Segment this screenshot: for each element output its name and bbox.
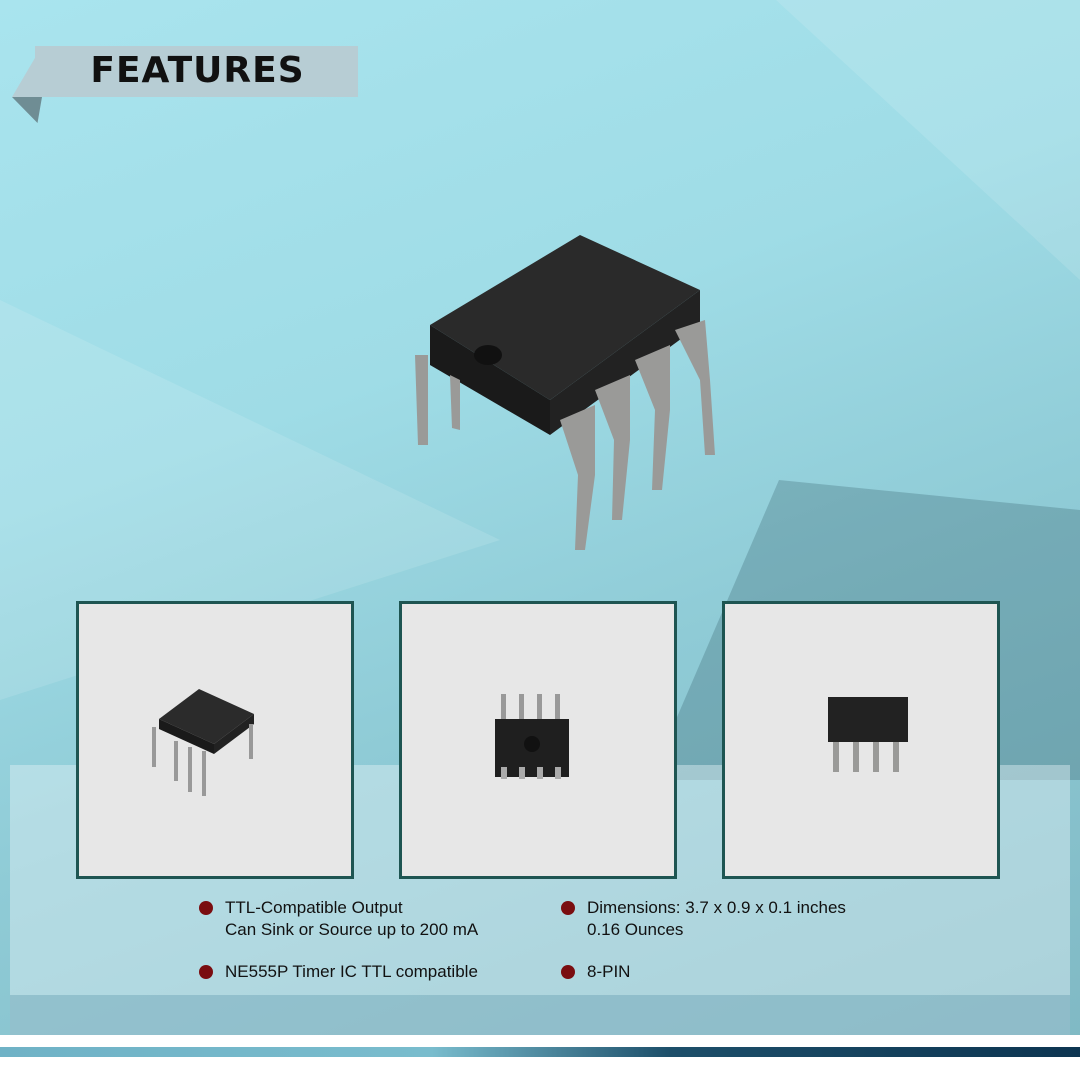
feature-line: Can Sink or Source up to 200 mA (225, 920, 479, 939)
page-title: FEATURES (90, 50, 305, 91)
feature-line: TTL-Compatible Output (225, 898, 403, 917)
ic-chip-top-image (495, 694, 569, 779)
thumbnail-front[interactable] (722, 601, 1000, 879)
feature-dimensions: Dimensions: 3.7 x 0.9 x 0.1 inches 0.16 … (587, 897, 846, 941)
bullet-icon (561, 965, 575, 979)
ic-chip-main-image (415, 235, 715, 550)
feature-line: 8-PIN (587, 962, 631, 981)
feature-line: Dimensions: 3.7 x 0.9 x 0.1 inches (587, 898, 846, 917)
feature-band-shadow (10, 995, 1070, 1035)
bullet-icon (199, 901, 213, 915)
banner-fold (12, 97, 42, 123)
title-banner (35, 46, 358, 97)
bullet-icon (199, 965, 213, 979)
footer-strip (0, 1057, 1080, 1080)
footer-strip (0, 1035, 1080, 1047)
thumbnail-angled[interactable] (76, 601, 354, 879)
feature-line: NE555P Timer IC TTL compatible (225, 962, 478, 981)
thumbnail-top[interactable] (399, 601, 677, 879)
ic-chip-angled-image (152, 689, 254, 796)
feature-timer-ic: NE555P Timer IC TTL compatible (225, 961, 478, 983)
feature-line: 0.16 Ounces (587, 920, 684, 939)
bullet-icon (561, 901, 575, 915)
bg-facet (776, 0, 1080, 280)
feature-ttl-output: TTL-Compatible Output Can Sink or Source… (225, 897, 478, 941)
footer-gradient-bar (0, 1047, 1080, 1057)
ic-chip-front-image (828, 697, 908, 772)
feature-pin-count: 8-PIN (587, 961, 630, 983)
